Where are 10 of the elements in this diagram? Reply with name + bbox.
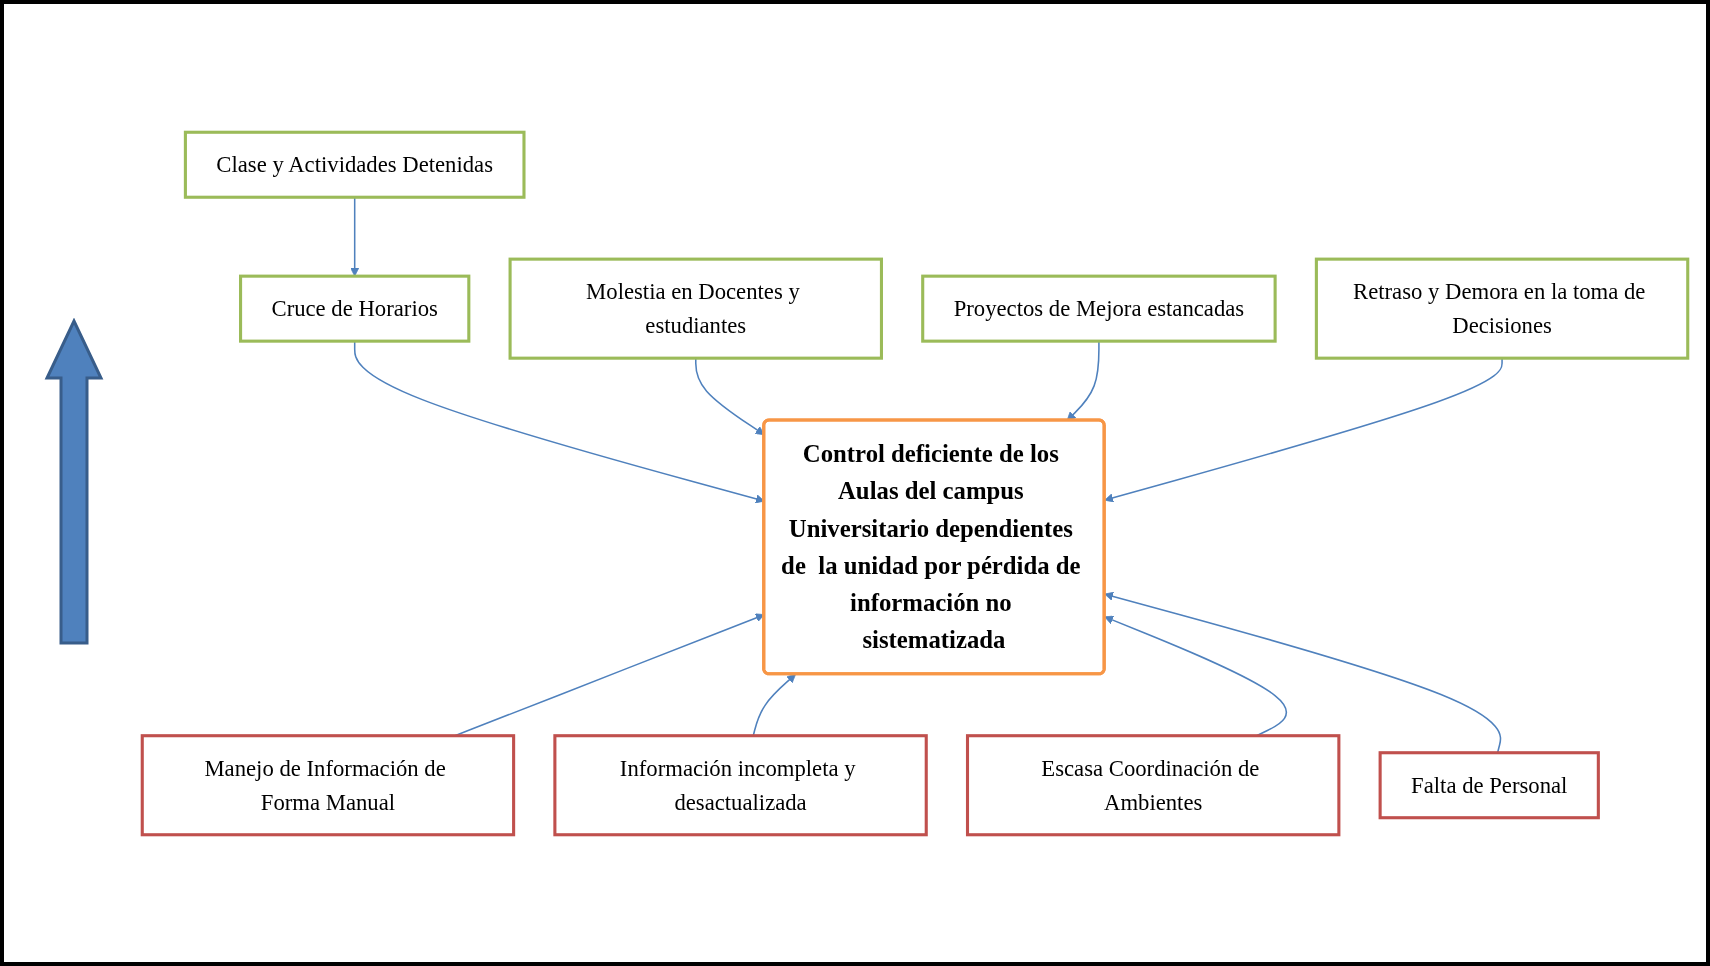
arrow — [752, 673, 796, 736]
node-box: Falta de Personal — [1378, 750, 1600, 819]
node-box: Molestia en Docentes y estudiantes — [508, 257, 883, 360]
node-box: Clase y Actividades Detenidas — [183, 130, 526, 199]
node-box: Retraso y Demora en la toma de Decisiones — [1314, 257, 1690, 360]
node-box: Información incompleta y desactualizada — [553, 733, 928, 836]
node-box: Proyectos de Mejora estancadas — [921, 274, 1277, 343]
node-box: Escasa Coordinación de Ambientes — [965, 733, 1341, 836]
node-box: Manejo de Información de Forma Manual — [140, 733, 516, 836]
node-box: Cruce de Horarios — [239, 274, 471, 343]
